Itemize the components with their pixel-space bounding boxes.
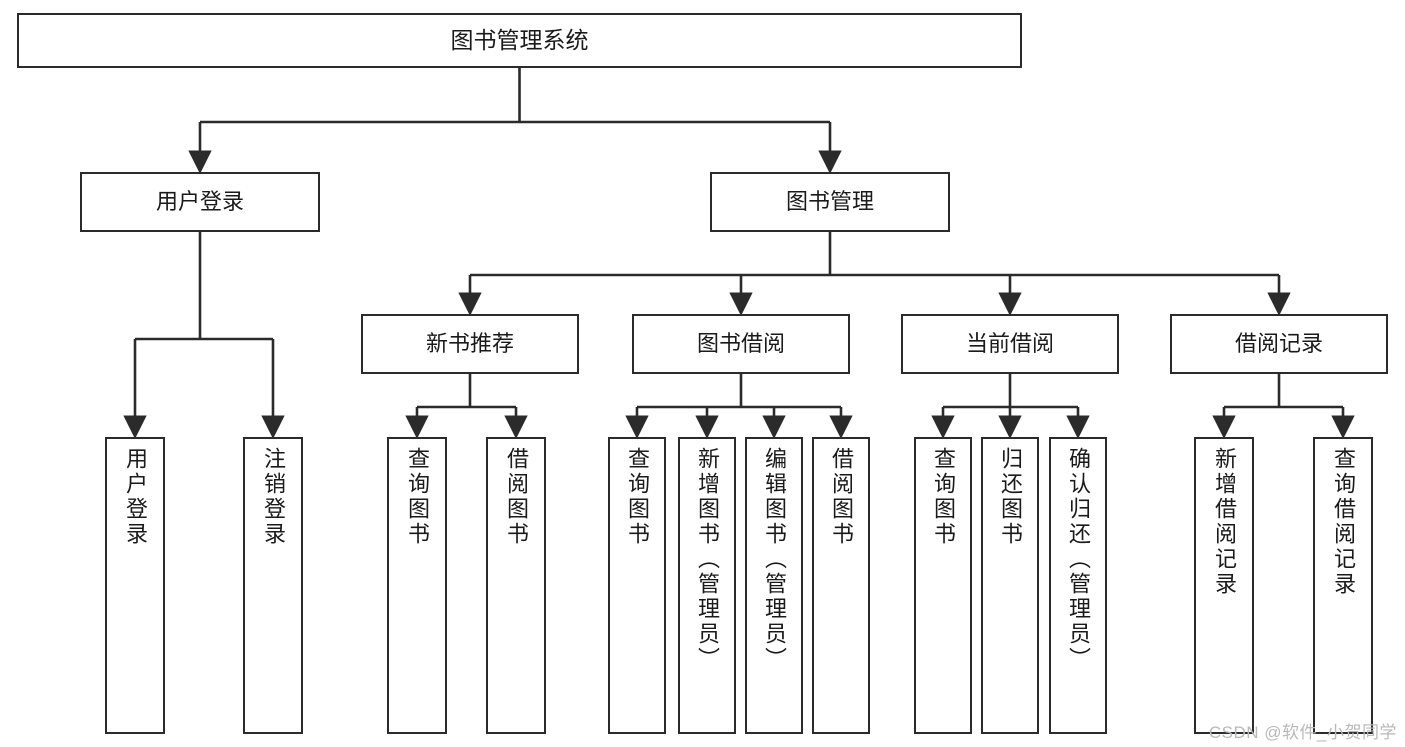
node-borrow-record[interactable]: 借阅记录: [1170, 314, 1388, 374]
node-leaf-cb-query-book-label: 查询图书: [931, 447, 956, 547]
node-leaf-rec-borrow-book-label: 借阅图书: [504, 447, 529, 547]
node-leaf-cb-return-book-label: 归还图书: [998, 447, 1023, 547]
node-leaf-bb-query-book-label: 查询图书: [625, 447, 650, 547]
node-book-borrow-label: 图书借阅: [696, 331, 785, 357]
node-leaf-rec-borrow-book[interactable]: 借阅图书: [486, 437, 546, 734]
node-leaf-rec-query-book-label: 查询图书: [405, 447, 430, 547]
node-current-borrow[interactable]: 当前借阅: [901, 314, 1119, 374]
node-leaf-br-add-record-label: 新增借阅记录: [1212, 447, 1237, 597]
node-leaf-cb-query-book[interactable]: 查询图书: [914, 437, 972, 734]
node-new-book-recommend-label: 新书推荐: [425, 331, 514, 357]
node-leaf-br-query-record[interactable]: 查询借阅记录: [1313, 437, 1373, 734]
node-leaf-user-login-label: 用户登录: [123, 447, 148, 547]
node-leaf-logout[interactable]: 注销登录: [243, 437, 303, 734]
node-leaf-bb-add-book[interactable]: 新增图书（管理员）: [678, 437, 736, 734]
node-leaf-bb-query-book[interactable]: 查询图书: [608, 437, 666, 734]
node-leaf-bb-borrow-book[interactable]: 借阅图书: [812, 437, 870, 734]
node-leaf-bb-edit-book-label: 编辑图书（管理员）: [762, 447, 787, 672]
node-leaf-cb-confirm-return-label: 确认归还（管理员）: [1066, 447, 1091, 672]
node-new-book-recommend[interactable]: 新书推荐: [361, 314, 579, 374]
node-book-manage[interactable]: 图书管理: [710, 172, 950, 232]
node-leaf-br-query-record-label: 查询借阅记录: [1331, 447, 1356, 597]
node-borrow-record-label: 借阅记录: [1234, 331, 1323, 357]
node-root[interactable]: 图书管理系统: [17, 13, 1022, 68]
node-leaf-bb-edit-book[interactable]: 编辑图书（管理员）: [745, 437, 803, 734]
node-root-label: 图书管理系统: [450, 26, 589, 53]
node-leaf-bb-borrow-book-label: 借阅图书: [829, 447, 854, 547]
node-book-borrow[interactable]: 图书借阅: [632, 314, 850, 374]
node-leaf-bb-add-book-label: 新增图书（管理员）: [695, 447, 720, 672]
node-current-borrow-label: 当前借阅: [965, 331, 1054, 357]
node-leaf-logout-label: 注销登录: [261, 447, 286, 547]
node-user-login[interactable]: 用户登录: [80, 172, 320, 232]
node-user-login-label: 用户登录: [155, 189, 244, 215]
node-leaf-cb-confirm-return[interactable]: 确认归还（管理员）: [1049, 437, 1107, 734]
node-leaf-user-login[interactable]: 用户登录: [105, 437, 165, 734]
node-leaf-br-add-record[interactable]: 新增借阅记录: [1194, 437, 1254, 734]
node-book-manage-label: 图书管理: [785, 189, 874, 215]
node-leaf-cb-return-book[interactable]: 归还图书: [981, 437, 1039, 734]
node-leaf-rec-query-book[interactable]: 查询图书: [387, 437, 447, 734]
